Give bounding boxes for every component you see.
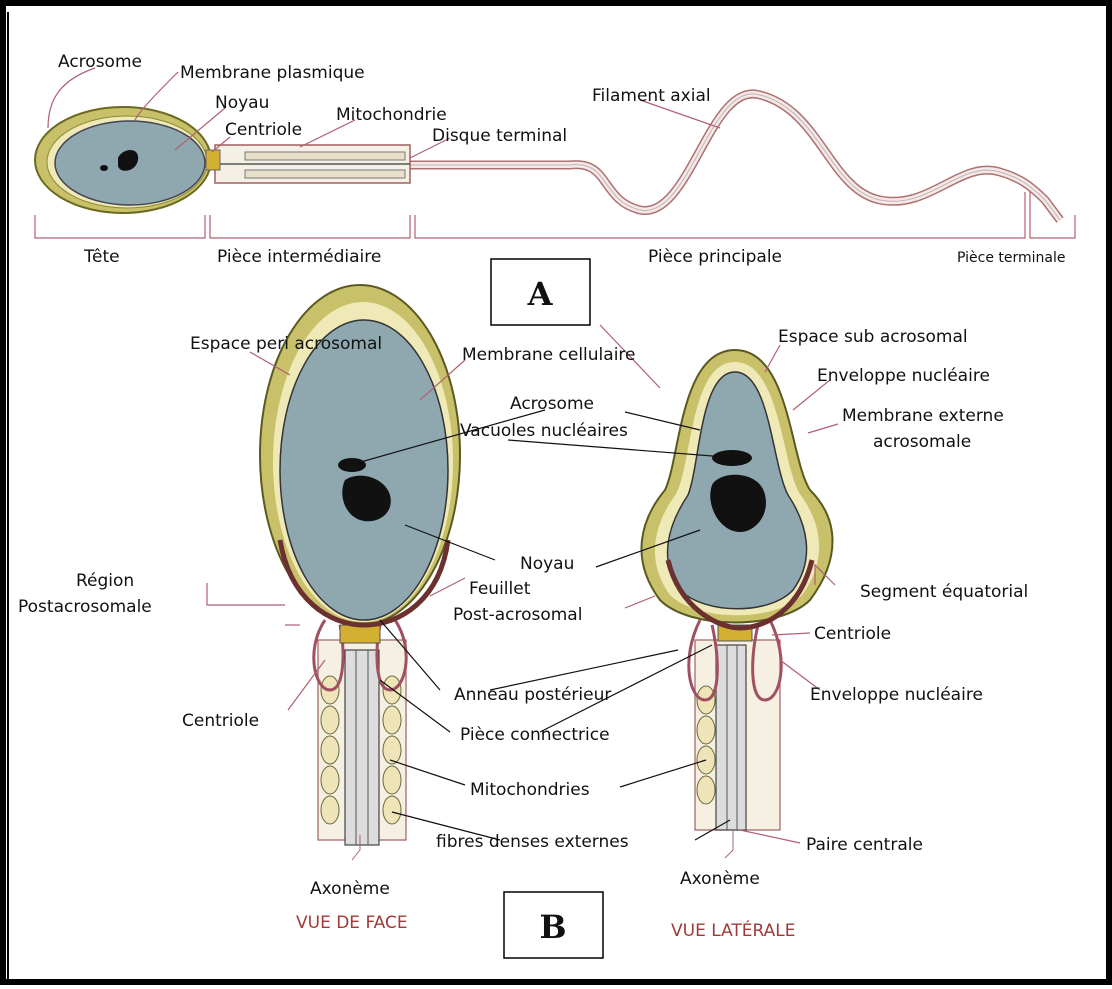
label-vacuoles-nucleaires: Vacuoles nucléaires xyxy=(460,421,628,441)
label-paire-centrale: Paire centrale xyxy=(806,835,923,855)
centriole-a xyxy=(206,150,220,170)
label-espace-sub-acrosomal: Espace sub acrosomal xyxy=(778,327,968,347)
label-piece-terminale: Pièce terminale xyxy=(957,250,1066,266)
label-enveloppe-nucleaire-bottom: Enveloppe nucléaire xyxy=(810,685,983,705)
label-acrosome-a: Acrosome xyxy=(58,52,142,72)
label-acrosome-b: Acrosome xyxy=(510,394,594,414)
label-membrane-externe-2: acrosomale xyxy=(873,432,971,452)
label-piece-intermediaire: Pièce intermédiaire xyxy=(217,247,381,267)
label-piece-connectrice: Pièce connectrice xyxy=(460,725,610,745)
label-membrane-plasmique: Membrane plasmique xyxy=(180,63,365,83)
label-membrane-externe-1: Membrane externe xyxy=(842,406,1004,426)
label-tete: Tête xyxy=(83,247,120,267)
label-mitochondries: Mitochondries xyxy=(470,780,590,800)
label-enveloppe-nucleaire-top: Enveloppe nucléaire xyxy=(817,366,990,386)
label-segment-equatorial: Segment équatorial xyxy=(860,582,1028,602)
label-axoneme-left: Axonème xyxy=(310,879,390,899)
label-centriole-left: Centriole xyxy=(182,711,259,731)
label-anneau-posterieur: Anneau postérieur xyxy=(454,685,611,705)
label-feuillet-2: Post-acrosomal xyxy=(453,605,582,625)
label-centriole-right: Centriole xyxy=(814,624,891,644)
label-axoneme-right: Axonème xyxy=(680,869,760,889)
label-piece-principale: Pièce principale xyxy=(648,247,782,267)
label-region-1: Région xyxy=(76,571,134,591)
box-a-label: A xyxy=(527,275,554,313)
label-noyau-b: Noyau xyxy=(520,554,574,574)
box-b-label: B xyxy=(539,908,566,946)
front-nucleus xyxy=(280,320,448,620)
label-noyau-a: Noyau xyxy=(215,93,269,113)
label-region-2: Postacrosomale xyxy=(18,597,152,617)
label-vue-laterale: VUE LATÉRALE xyxy=(671,919,795,941)
label-vue-de-face: VUE DE FACE xyxy=(296,913,408,933)
label-disque-terminal: Disque terminal xyxy=(432,126,567,146)
label-centriole-a: Centriole xyxy=(225,120,302,140)
label-fibres-denses: fibres denses externes xyxy=(436,832,629,852)
label-feuillet-1: Feuillet xyxy=(469,579,531,599)
label-filament-axial: Filament axial xyxy=(592,86,711,106)
label-espace-peri-acrosomal: Espace peri acrosomal xyxy=(190,334,382,354)
label-mitochondrie: Mitochondrie xyxy=(336,105,447,125)
label-membrane-cellulaire: Membrane cellulaire xyxy=(462,345,636,365)
